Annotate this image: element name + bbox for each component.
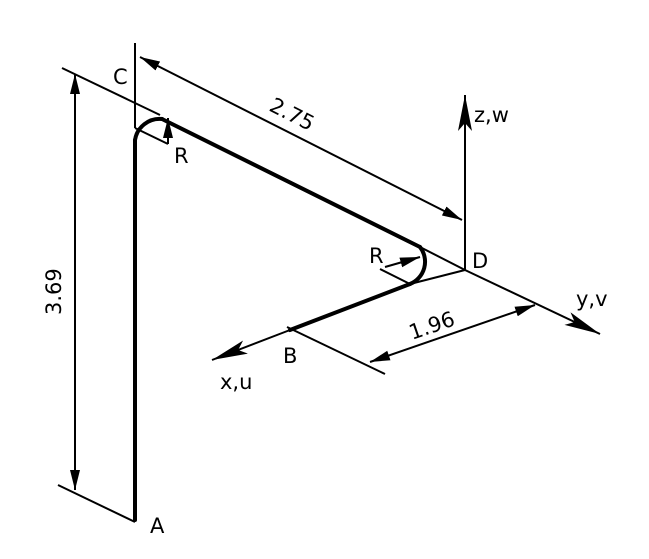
member-cd	[160, 117, 422, 249]
dimension-ac-label: 3.69	[42, 268, 66, 315]
point-d-label: D	[472, 249, 488, 273]
dimension-cd-label: 2.75	[266, 93, 319, 136]
dimension-line-db	[369, 304, 536, 363]
centerline-d-x	[409, 269, 466, 285]
dimension-db-label: 1.96	[406, 307, 458, 345]
x-axis-label: x,u	[220, 370, 252, 394]
point-b-label: B	[283, 344, 297, 368]
bend-c-radius-line	[134, 127, 169, 145]
point-c-label: C	[113, 65, 128, 89]
extension-line-a	[57, 484, 136, 523]
y-axis-label: y,v	[576, 287, 608, 311]
point-a-label: A	[150, 514, 165, 538]
z-axis-label: z,w	[474, 103, 509, 127]
bend-d-radius-line	[379, 268, 411, 285]
x-axis-arrow	[211, 329, 291, 361]
extension-line-c	[61, 67, 161, 116]
y-axis-arrow	[464, 269, 601, 335]
bend-d-radius-label: R	[369, 244, 384, 268]
bend-d	[408, 245, 428, 286]
extension-line-b	[286, 326, 386, 375]
centerline-d-pipe	[419, 246, 466, 271]
dimension-line-cd	[139, 56, 463, 221]
bend-c-radius-label: R	[174, 144, 189, 168]
member-db	[288, 282, 412, 332]
bend-d-radius-arrow	[384, 256, 421, 268]
